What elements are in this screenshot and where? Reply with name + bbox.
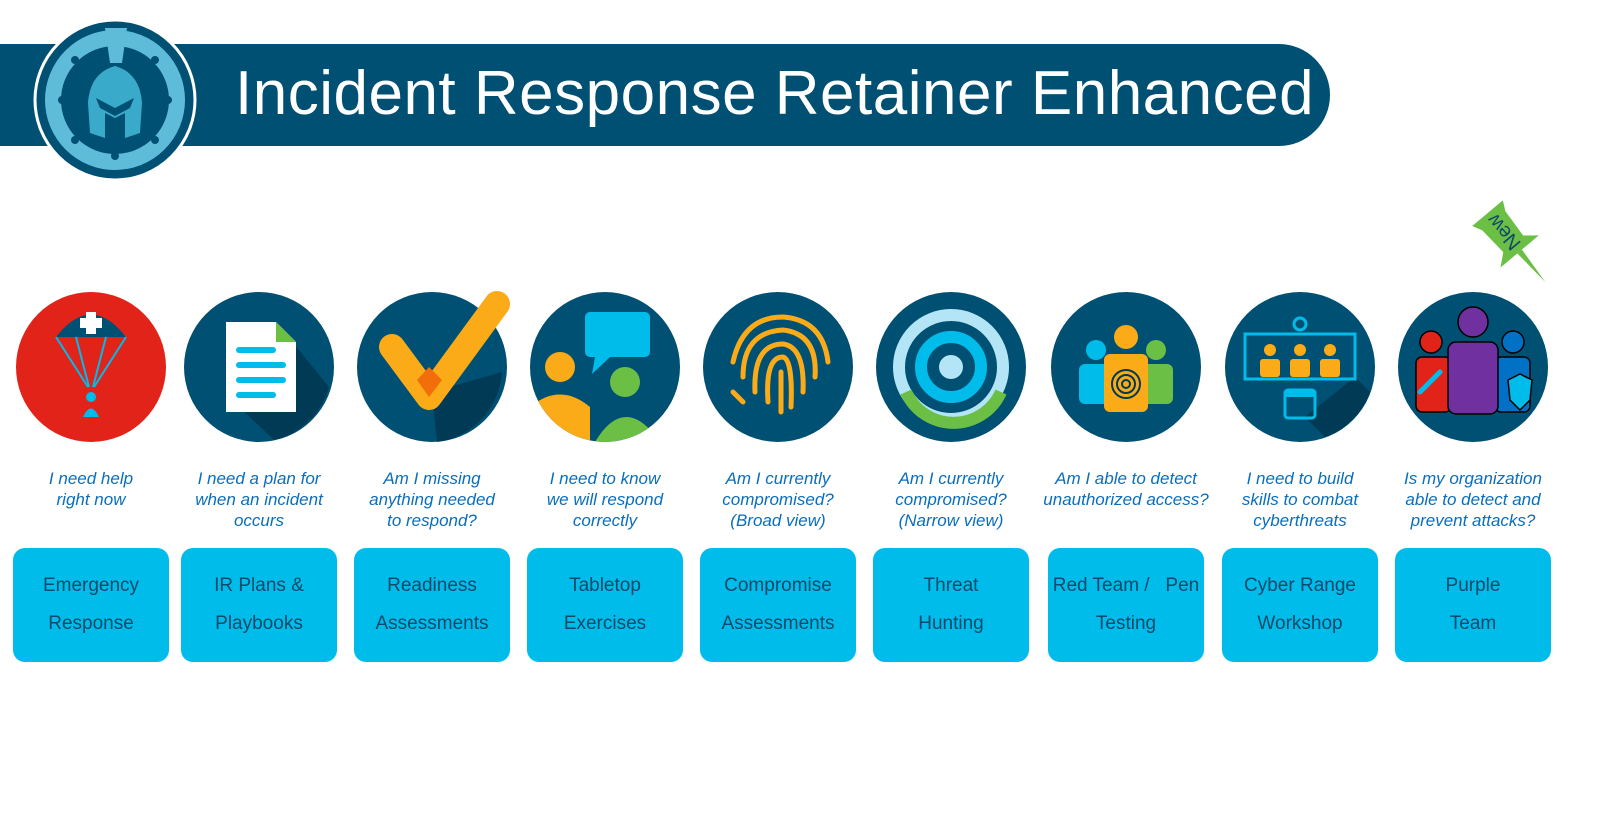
- question-line: able to detect and: [1405, 490, 1541, 509]
- question-line: (Narrow view): [898, 511, 1004, 530]
- question-line: compromised?: [722, 490, 834, 509]
- question-line: I need to know: [549, 469, 661, 488]
- service-question: Am I missing anything needed to respond?: [336, 468, 528, 531]
- button-label: Compromise: [724, 575, 832, 596]
- question-line: right now: [56, 490, 126, 509]
- page-title: Incident Response Retainer Enhanced: [235, 59, 1315, 128]
- question-line: when an incident: [195, 490, 323, 509]
- question-line: occurs: [233, 511, 285, 530]
- button-label: Response: [48, 613, 134, 634]
- question-line: anything needed: [369, 490, 495, 509]
- button-label: Workshop: [1257, 613, 1343, 634]
- button-label: Threat: [923, 575, 979, 596]
- training-room-icon: [1225, 292, 1375, 442]
- question-line: I need a plan for: [197, 469, 321, 488]
- question-line: compromised?: [895, 490, 1007, 509]
- question-line: we will respond: [546, 490, 664, 509]
- button-label: Tabletop: [569, 575, 641, 596]
- title-banner: [0, 44, 1330, 146]
- fingerprint-icon: [703, 292, 853, 442]
- team-fingerprint-icon: [1051, 292, 1201, 442]
- service-question: Am I currently compromised? (Narrow view): [855, 468, 1047, 531]
- question-line: cyberthreats: [1253, 511, 1347, 530]
- question-line: skills to combat: [1241, 490, 1359, 509]
- button-label: Team: [1449, 613, 1497, 634]
- button-label: Hunting: [918, 613, 984, 634]
- button-label: Assessments: [721, 613, 835, 634]
- service-question: I need a plan for when an incident occurs: [163, 468, 355, 531]
- service-question: I need help right now: [0, 468, 187, 510]
- question-line: correctly: [572, 511, 638, 530]
- question-line: unauthorized access?: [1043, 490, 1209, 509]
- service-question: I need to build skills to combat cyberthre…: [1204, 468, 1396, 531]
- service-question: Is my organization able to detect and prev…: [1377, 468, 1569, 531]
- question-line: Am I currently: [725, 469, 831, 488]
- button-label: Cyber Range: [1244, 575, 1356, 596]
- document-icon: [184, 292, 334, 442]
- button-label: Readiness: [387, 575, 477, 596]
- button-label: Playbooks: [215, 613, 303, 634]
- question-line: to respond?: [387, 511, 477, 530]
- question-line: Is my organization: [1404, 469, 1542, 488]
- button-label: Purple: [1445, 575, 1501, 596]
- question-line: prevent attacks?: [1410, 511, 1536, 530]
- checkmark-icon: [357, 291, 510, 442]
- question-line: Am I able to detect: [1055, 469, 1197, 488]
- button-label: Red Team / Pen: [1052, 575, 1200, 596]
- service-question: Am I able to detect unauthorized access?: [1030, 468, 1222, 510]
- button-label: Exercises: [563, 613, 647, 634]
- service-question: Am I currently compromised? (Broad view): [682, 468, 874, 531]
- ir-plans-playbooks-button[interactable]: IR Plans & Playbooks: [181, 548, 337, 662]
- button-label: IR Plans &: [214, 575, 304, 596]
- button-label: Emergency: [42, 575, 140, 596]
- button-label: Testing: [1095, 613, 1157, 634]
- question-line: I need to build: [1246, 469, 1354, 488]
- new-pushpin-icon: New: [1472, 200, 1546, 283]
- service-question: I need to know we will respond correctly: [509, 468, 701, 531]
- question-line: (Broad view): [730, 511, 826, 530]
- button-label: Assessments: [375, 613, 489, 634]
- spartan-helmet-logo-icon: [33, 18, 197, 182]
- question-line: I need help: [48, 469, 134, 488]
- question-line: Am I currently: [898, 469, 1004, 488]
- discussion-icon: [530, 292, 680, 442]
- purple-team-icon: [1398, 292, 1548, 442]
- parachute-icon: [16, 292, 166, 442]
- target-icon: [876, 292, 1026, 442]
- question-line: Am I missing: [383, 469, 481, 488]
